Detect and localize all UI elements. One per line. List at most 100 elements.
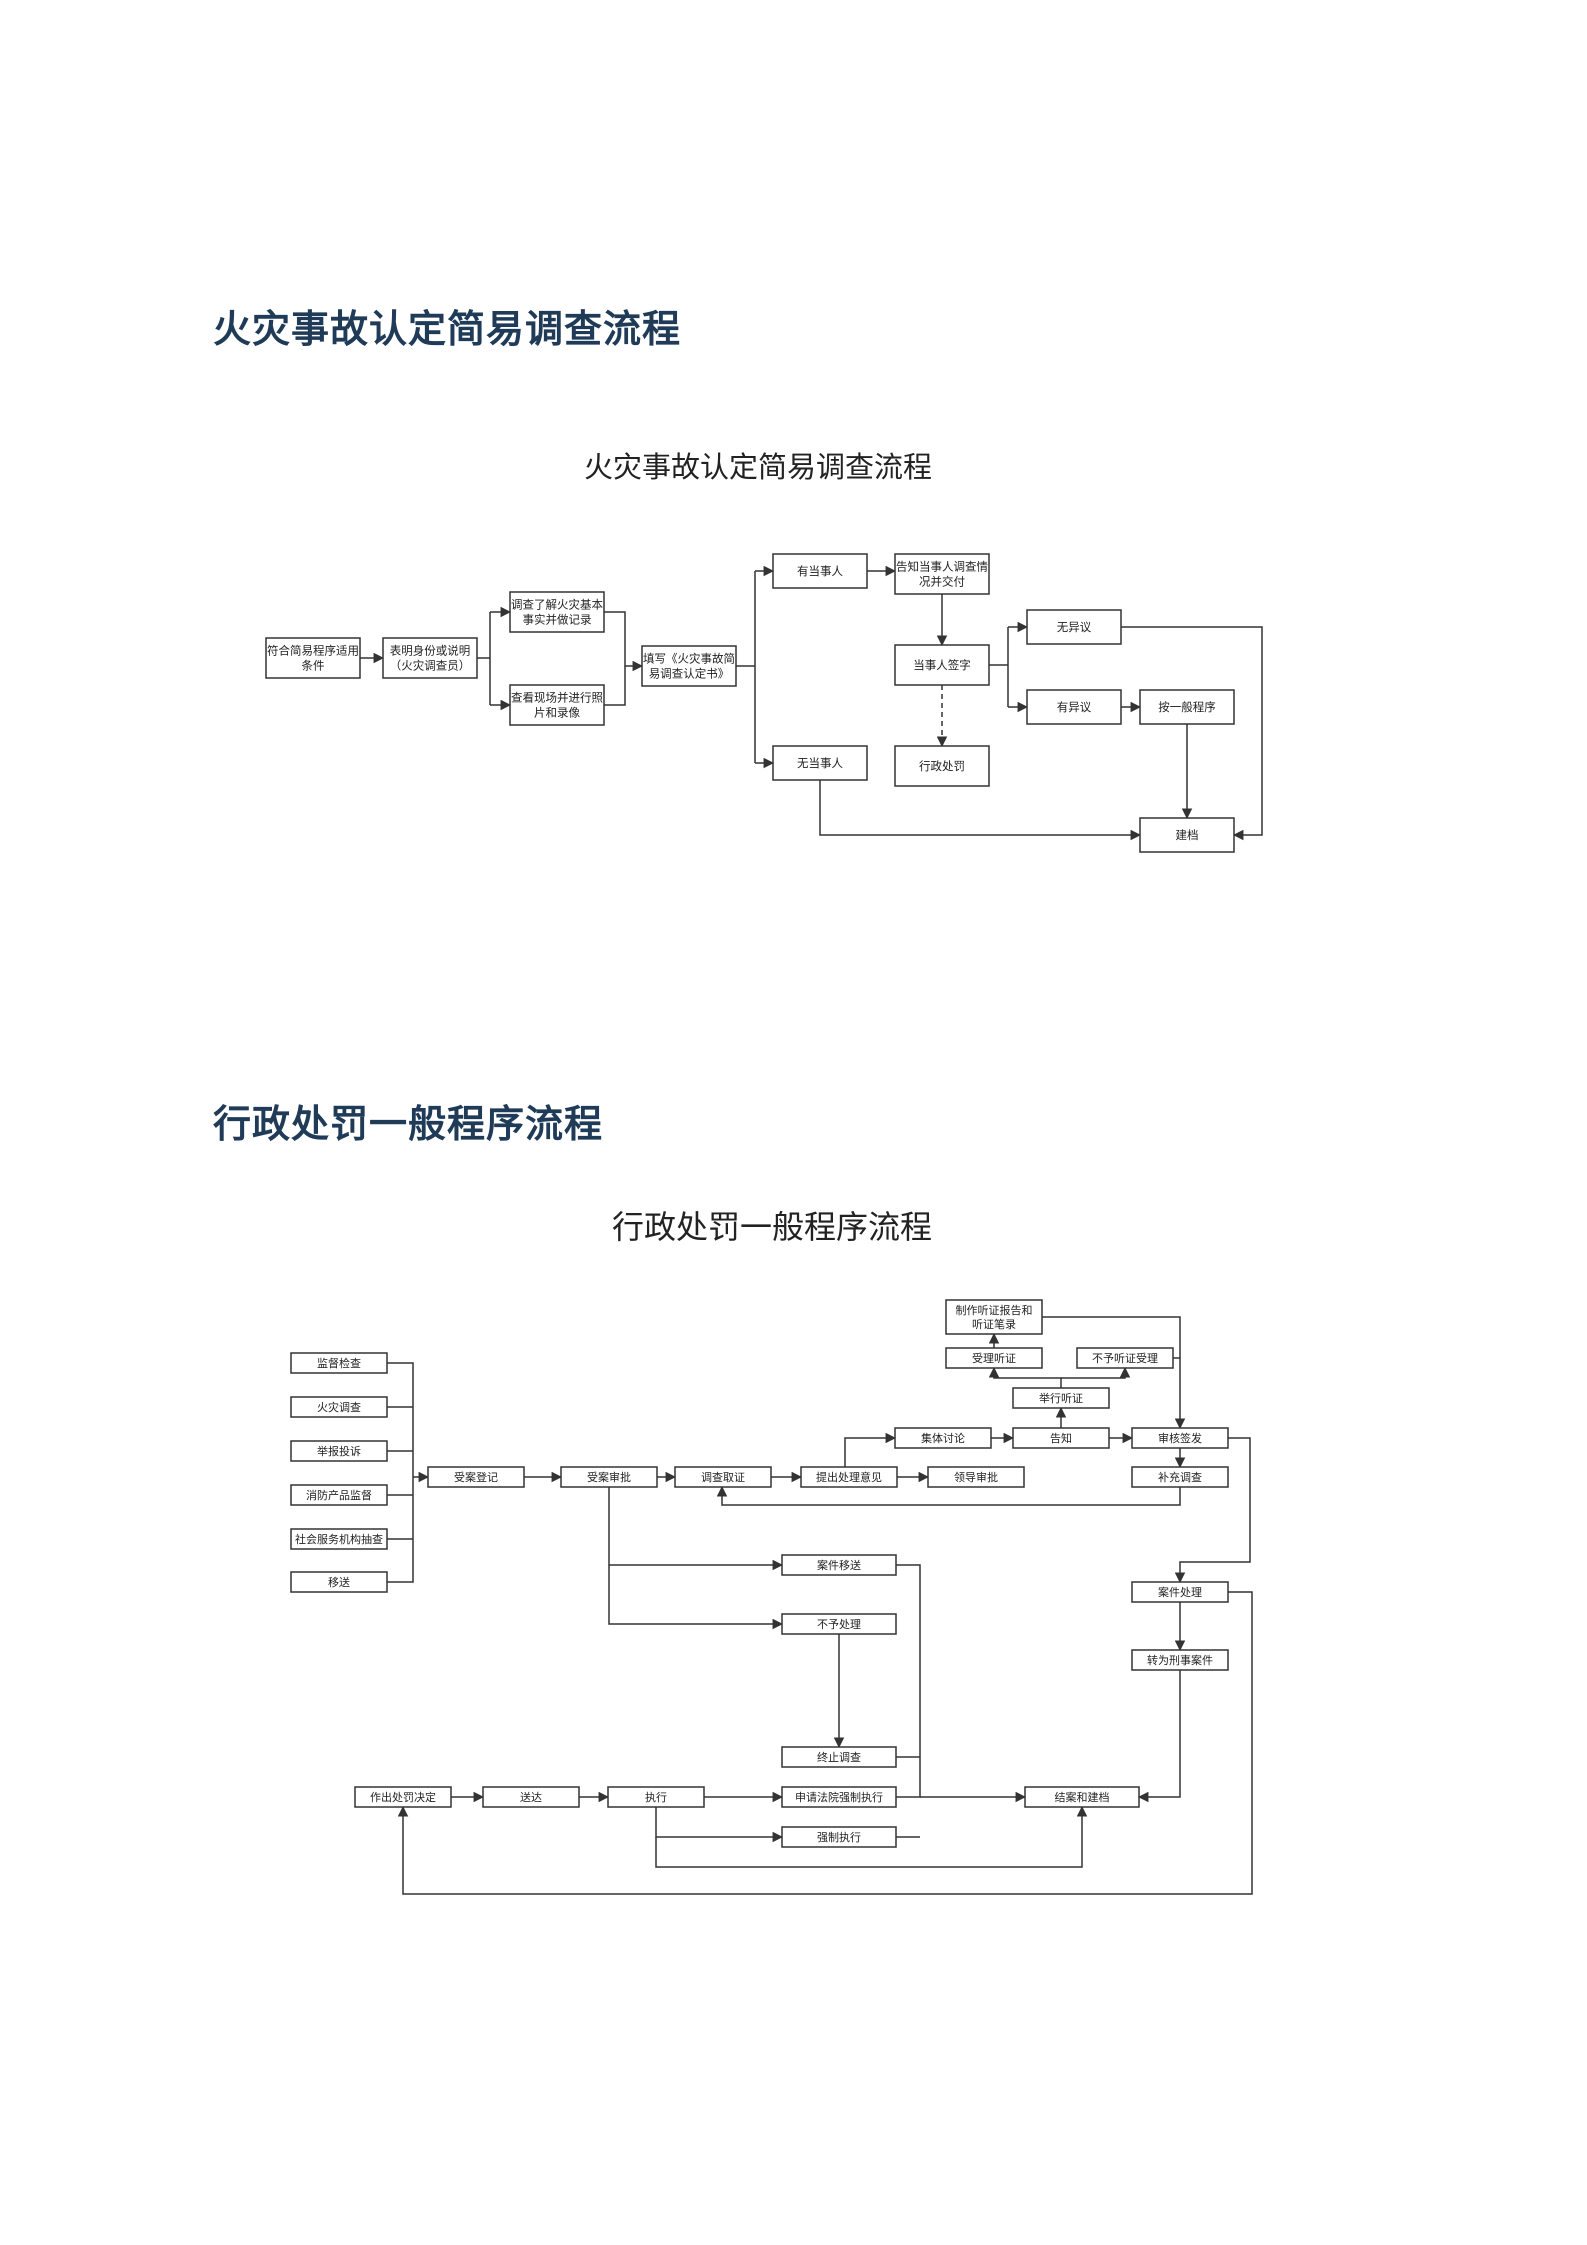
node-label: 案件移送 [817,1558,861,1572]
node-enforce: 强制执行 [781,1826,897,1848]
flow-arrow [655,1807,784,1843]
node-label: 无异议 [1057,620,1092,634]
flow-arrow [896,1564,921,1798]
node-label: 易调查认定书》 [649,667,730,681]
node-label: 有当事人 [797,564,843,578]
node-approve: 受案审批 [560,1466,658,1488]
node-label: 听证笔录 [972,1317,1016,1331]
node-label: 送达 [520,1790,542,1804]
node-label: 无当事人 [797,756,843,770]
node-label: 填写《火灾事故简 [643,652,735,666]
node-register: 受案登记 [427,1466,525,1488]
section-heading-fire-simple: 火灾事故认定简易调查流程 [213,307,682,351]
node-no-objection: 无异议 [1026,609,1122,645]
node-inform: 告知 [1012,1427,1110,1449]
section-heading-admin-penalty: 行政处罚一般程序流程 [213,1102,604,1146]
node-label: 不予处理 [817,1618,861,1631]
node-label: 告知当事人调查情 [896,560,988,574]
node-deliver: 送达 [482,1786,580,1808]
node-label: 符合简易程序适用 [267,644,359,658]
node-sign: 当事人签字 [894,644,990,686]
node-reject-hearing: 不予听证受理 [1076,1347,1174,1369]
node-label: 行政处罚 [919,759,965,773]
node-court: 申请法院强制执行 [781,1786,897,1808]
node-label: 转为刑事案件 [1147,1653,1213,1667]
node-supplement: 补充调查 [1131,1466,1229,1488]
flow-arrow [655,1805,1088,1868]
node-archive: 建档 [1139,817,1235,853]
node-label: 社会服务机构抽查 [295,1532,383,1546]
node-label: 按一般程序 [1158,700,1216,714]
node-label: 补充调查 [1158,1470,1202,1484]
node-label: 表明身份或说明 [390,644,471,658]
flow-arrow [608,1565,784,1630]
node-objection: 有异议 [1026,689,1122,725]
node-label: 申请法院强制执行 [795,1790,883,1804]
node-label: 不予听证受理 [1092,1352,1158,1365]
node-decision: 作出处罚决定 [354,1786,452,1808]
node-case-handle: 案件处理 [1131,1581,1229,1603]
node-src6: 移送 [290,1571,388,1593]
node-label: 审核签发 [1158,1431,1202,1445]
node-label: 建档 [1176,828,1199,842]
node-label: 移送 [328,1575,350,1589]
node-label: 作出处罚决定 [370,1790,436,1804]
node-src4: 消防产品监督 [290,1484,388,1506]
node-label: 况并交付 [919,575,965,589]
flow-arrow [397,1591,1253,1895]
flow-arrow [604,611,644,672]
node-propose: 提出处理意见 [800,1466,898,1488]
node-label: 受理听证 [972,1352,1016,1365]
node-label: 调查了解火灾基本 [511,598,603,612]
node-label: 集体讨论 [921,1431,965,1445]
node-label: 强制执行 [817,1830,861,1844]
flow-arrow [1121,626,1263,841]
flow-arrow [1042,1316,1186,1430]
node-label: （火灾调查员） [390,659,471,673]
node-execute: 执行 [607,1786,705,1808]
node-label: 举行听证 [1039,1391,1083,1405]
node-src3: 举报投诉 [290,1440,388,1462]
diagram-title: 火灾事故认定简易调查流程 [584,450,932,484]
node-src2: 火灾调查 [290,1396,388,1418]
node-accept-hearing: 受理听证 [945,1347,1043,1369]
flow-arrow [608,1487,784,1571]
node-src1: 监督检查 [290,1352,388,1374]
node-general: 按一般程序 [1139,689,1235,725]
flow-arrow [387,1362,414,1583]
node-src5: 社会服务机构抽查 [290,1528,388,1550]
node-terminate: 终止调查 [781,1746,897,1768]
node-label: 调查取证 [701,1470,745,1484]
flow-arrow [1061,1366,1131,1379]
node-label: 执行 [645,1790,667,1804]
flow-arrow [988,1366,1062,1388]
flow-arrow [819,780,1142,841]
flow-arrow [1174,1437,1251,1584]
node-no-party: 无当事人 [772,745,868,781]
flow-arrow [844,1432,897,1467]
node-label: 受案审批 [587,1470,631,1484]
node-label: 火灾调查 [317,1400,361,1414]
node-label: 受案登记 [454,1470,498,1484]
node-label: 制作听证报告和 [956,1303,1033,1317]
diagram-title: 行政处罚一般程序流程 [612,1208,932,1246]
node-label: 终止调查 [817,1750,861,1764]
node-label: 条件 [302,659,325,673]
node-leader: 领导审批 [927,1466,1025,1488]
node-has-party: 有当事人 [772,553,868,589]
flow-arrow [716,1485,1181,1506]
node-hold-hearing: 举行听证 [1012,1387,1110,1409]
node-close: 结案和建档 [1024,1786,1140,1808]
node-label: 监督检查 [317,1356,361,1370]
node-penalty: 行政处罚 [894,745,990,787]
node-not-handle: 不予处理 [781,1613,897,1635]
node-review: 审核签发 [1131,1427,1229,1449]
node-label: 事实并做记录 [523,613,592,627]
node-label: 当事人签字 [913,658,971,672]
